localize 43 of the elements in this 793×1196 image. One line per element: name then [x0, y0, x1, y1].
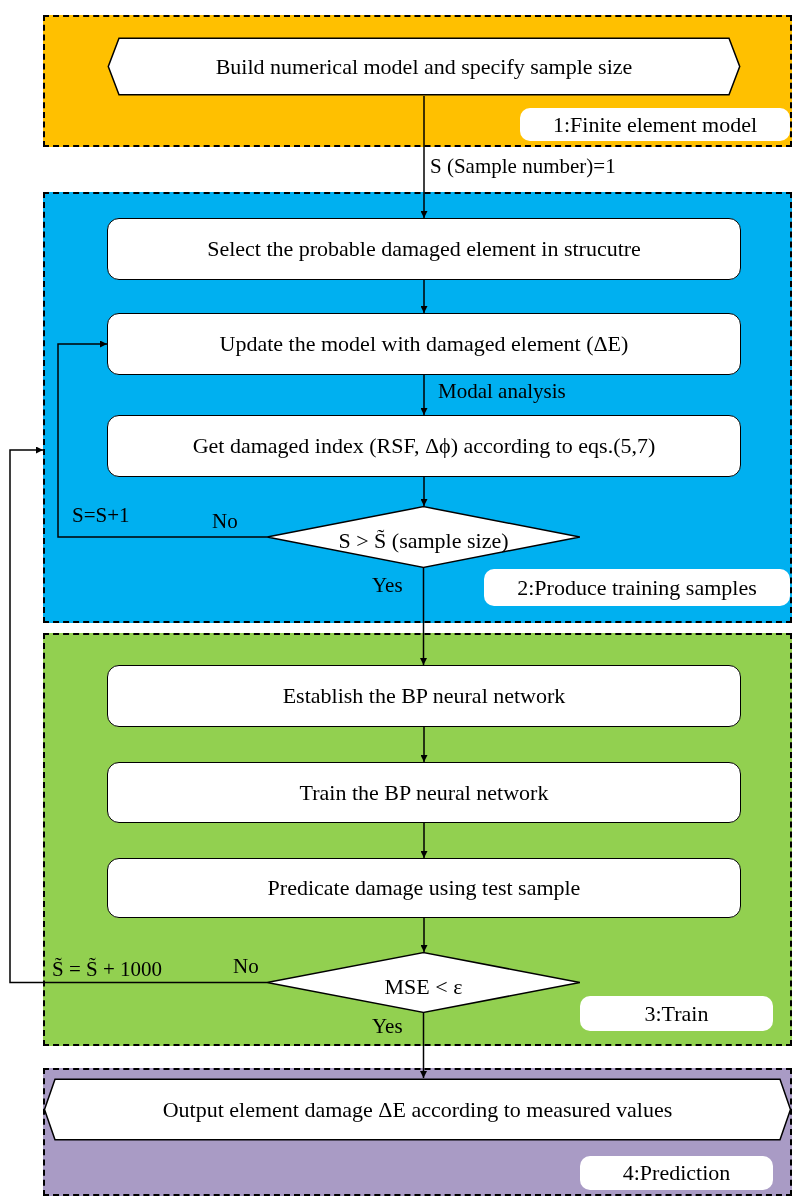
step-text: Train the BP neural network — [299, 779, 549, 806]
arrow — [420, 476, 428, 507]
step-text: Get damaged index (RSF, Δϕ) according to eqs.(5,7) — [192, 433, 656, 459]
arrow — [420, 822, 428, 859]
edge-label: No — [233, 954, 259, 979]
process-box — [107, 218, 741, 280]
process-box — [107, 858, 741, 918]
arrow — [9, 446, 268, 984]
arrow — [420, 374, 428, 416]
process-box — [107, 415, 741, 477]
stage-label: 3:Train — [580, 996, 773, 1031]
step-text: Establish the BP neural network — [282, 683, 566, 709]
stage-panel — [43, 15, 792, 147]
arrow — [420, 917, 428, 953]
stage-label: 4:Prediction — [580, 1156, 773, 1190]
step-text: Output element damage ΔE according to measured values — [162, 1096, 673, 1123]
edge-label: No — [212, 509, 238, 534]
stage-panel — [43, 633, 792, 1046]
process-box — [107, 313, 741, 375]
process-box — [107, 665, 741, 727]
arrow — [420, 1012, 427, 1079]
edge-label: Yes — [372, 573, 403, 598]
counter-note: S̃ = S̃ + 1000 — [52, 957, 163, 982]
stage-label: 1:Finite element model — [520, 108, 790, 141]
arrow — [420, 279, 428, 314]
process-box — [107, 762, 741, 823]
edge-label: Yes — [372, 1014, 403, 1039]
decision-text: S > S̃ (sample size) — [338, 528, 509, 554]
arrow — [420, 95, 428, 219]
arrow — [57, 340, 268, 538]
step-text: Update the model with damaged element (ΔE) — [219, 331, 629, 357]
step-text: Predicate damage using test sample — [267, 875, 581, 901]
decision-text: MSE < ε — [384, 973, 463, 1000]
stage-label: 2:Produce training samples — [484, 569, 790, 606]
stage-panel — [43, 192, 792, 623]
step-text: Build numerical model and specify sample size — [215, 53, 633, 80]
counter-note: S=S+1 — [72, 503, 130, 528]
step-text: Select the probable damaged element in strucutre — [207, 236, 641, 262]
arrow — [420, 726, 428, 763]
arrow — [420, 567, 427, 666]
stage-panel — [43, 1068, 792, 1196]
edge-label: Modal analysis — [438, 379, 566, 404]
edge-label: S (Sample number)=1 — [430, 154, 616, 179]
